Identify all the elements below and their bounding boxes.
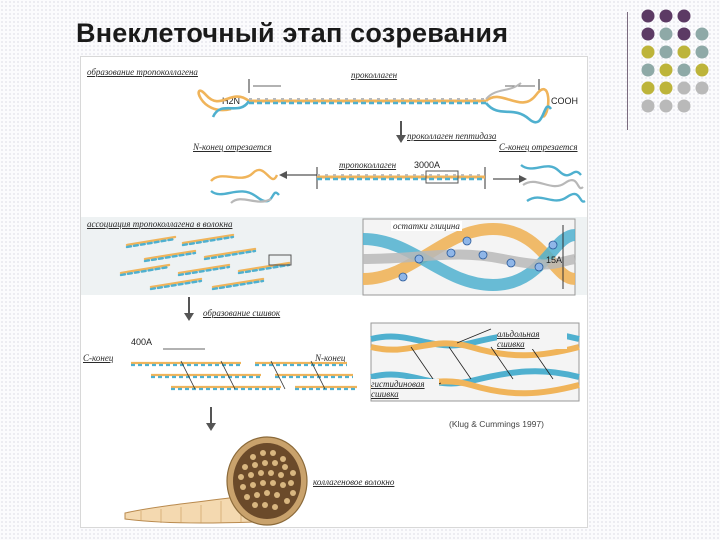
- glycine-label: остатки глицина: [391, 221, 462, 231]
- slide-title: Внеклеточный этап созревания: [76, 18, 508, 49]
- staggered-fibril-array: [121, 343, 361, 403]
- collagen-fiber: [121, 435, 321, 527]
- tropocollagen-cleavage: [81, 145, 587, 215]
- tropocollagen-fibrils: [121, 233, 321, 295]
- peptidase-label: проколлаген пептидаза: [407, 131, 496, 141]
- dot-row-1: [642, 10, 691, 23]
- fiber-label: коллагеновое волокно: [313, 477, 394, 487]
- aldol-crosslink-label: альдольная сшивка: [497, 329, 567, 349]
- down-arrow-fiber: [203, 407, 223, 437]
- decorative-dot-grid: [640, 8, 718, 120]
- citation: (Klug & Cummings 1997): [449, 419, 544, 429]
- dot-row-5: [642, 82, 709, 95]
- c-end-label: C-конец: [83, 353, 113, 363]
- dot-row-6: [642, 100, 691, 113]
- decorative-divider: [627, 12, 628, 130]
- dot-row-2: [642, 28, 709, 41]
- dot-row-3: [642, 46, 709, 59]
- dot-row-4: [642, 64, 709, 77]
- association-label: ассоциация тропоколлагена в волокна: [87, 219, 232, 229]
- procollagen-molecule: [81, 57, 587, 137]
- width-15-label: 15A: [546, 255, 562, 265]
- down-arrow-crosslinks: [181, 297, 201, 327]
- histidine-crosslink-label: гистидиновая сшивка: [371, 379, 439, 399]
- crosslinks-label: образование сшивок: [203, 308, 280, 318]
- collagen-maturation-diagram: образование тропоколлагена проколлаген H…: [80, 56, 588, 528]
